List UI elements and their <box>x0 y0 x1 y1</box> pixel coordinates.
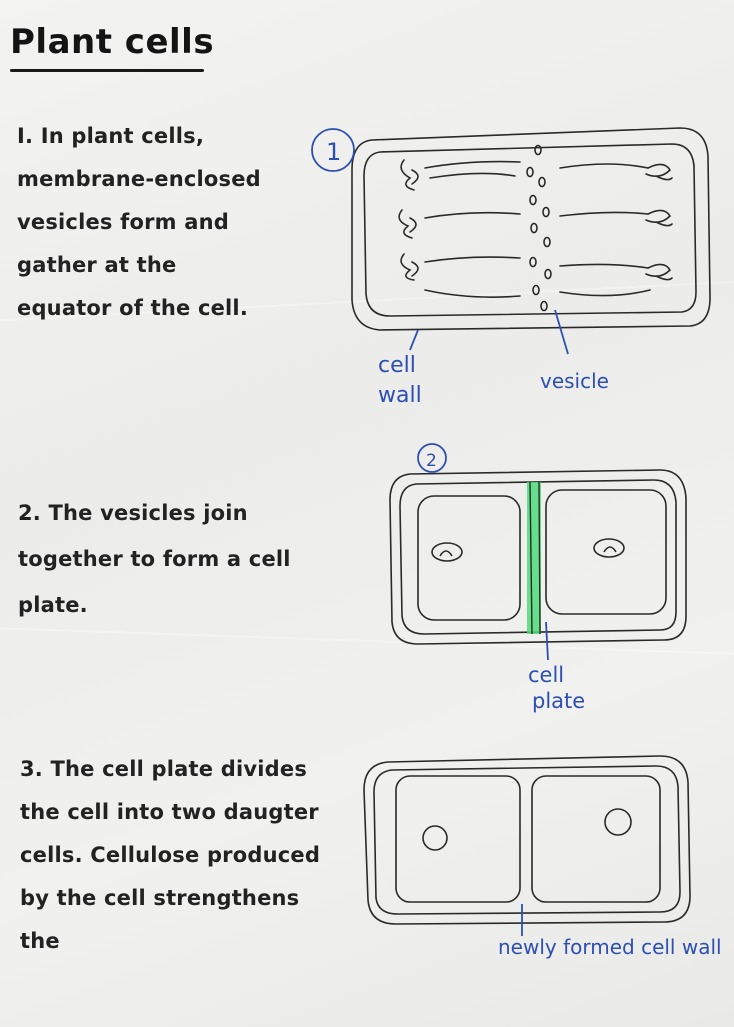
nucleus-left <box>422 825 448 851</box>
step-number-1: 1 <box>326 138 341 166</box>
vesicle <box>526 166 534 178</box>
nucleus-right <box>593 538 625 558</box>
vesicle <box>542 206 550 218</box>
cell-wall-inner <box>399 479 677 635</box>
cell-wall-outer <box>389 469 687 645</box>
chromosome-left <box>400 253 419 281</box>
cell-plate-edge <box>529 481 533 635</box>
spindle-fiber <box>424 256 521 263</box>
label-pointer-cell-plate <box>545 621 549 661</box>
step-number-2: 2 <box>426 451 437 471</box>
vesicle <box>540 300 548 312</box>
chromosome-right <box>645 209 673 227</box>
spindle-fiber <box>559 263 649 269</box>
vesicle <box>538 176 546 188</box>
chromosome-left <box>398 209 417 239</box>
step-number-circle <box>311 128 355 172</box>
spindle-fiber <box>559 289 651 297</box>
diagram-3 <box>363 755 691 936</box>
vesicle <box>534 144 542 156</box>
step-1-line: gather at the <box>17 253 177 277</box>
label-pointer-vesicle <box>554 309 569 355</box>
step-2-line: plate. <box>18 593 88 617</box>
label-cell: cell <box>378 353 416 378</box>
step-3-line: cells. Cellulose produced <box>20 843 321 867</box>
vesicle <box>530 222 538 234</box>
step-2-line: 2. The vesicles join <box>18 501 248 525</box>
label-newly-formed-cell-wall: newly formed cell wall <box>498 935 722 959</box>
diagram-1 <box>351 127 711 331</box>
step-1-line: vesicles form and <box>17 210 229 234</box>
step-2-annotations <box>417 443 549 661</box>
step-2-line: together to form a cell <box>18 547 291 571</box>
daughter-cell-right <box>545 489 667 615</box>
step-3-line: 3. The cell plate divides <box>20 757 308 781</box>
step-3-text: 3. The cell plate divides the cell into … <box>20 748 360 963</box>
spindle-fiber <box>424 211 521 219</box>
step-1-line: equator of the cell. <box>17 296 249 320</box>
step-1-annotations <box>311 128 569 355</box>
step-2-text: 2. The vesicles join together to form a … <box>18 490 348 628</box>
chromosome-right <box>645 163 673 181</box>
spindle-fiber <box>559 163 649 169</box>
step-3-line: by the cell strengthens <box>20 886 300 910</box>
nucleus-left <box>431 542 463 562</box>
step-3-line: the cell into two daugter <box>20 800 319 824</box>
vesicle <box>532 284 540 296</box>
chromosome-right <box>645 263 673 281</box>
page-title: Plant cells <box>10 22 215 62</box>
cell-wall-inner <box>373 765 681 915</box>
cell-plate-edge <box>538 481 541 635</box>
vesicle <box>543 236 551 248</box>
cell-wall-outer <box>351 127 711 331</box>
daughter-cell-left <box>395 775 521 903</box>
daughter-cell-right <box>531 775 661 903</box>
chromatin <box>439 546 617 557</box>
cell-wall-outer <box>363 755 691 925</box>
step-1-text: I. In plant cells, membrane-enclosed ves… <box>17 115 317 330</box>
spindle-fiber <box>559 211 649 217</box>
step-1-line: I. In plant cells, <box>17 124 205 148</box>
chromosome-left <box>400 159 419 191</box>
spindle-fiber <box>424 289 521 298</box>
nucleus-right <box>604 808 632 836</box>
step-1-line: membrane-enclosed <box>17 167 261 191</box>
label-vesicle: vesicle <box>540 369 609 393</box>
step-3-line: the <box>20 929 60 953</box>
step-number-circle <box>417 443 447 473</box>
title-underline <box>10 69 204 72</box>
label-cell: cell <box>528 663 564 687</box>
cell-wall-inner <box>363 143 697 317</box>
label-wall: wall <box>378 383 422 408</box>
vesicle <box>544 268 552 280</box>
spindle-fiber <box>424 160 521 169</box>
daughter-cell-left <box>417 495 521 621</box>
cell-plate-lines <box>529 481 541 635</box>
vesicle <box>529 194 537 206</box>
diagram-2 <box>389 469 687 645</box>
vesicle <box>529 256 537 268</box>
label-plate: plate <box>532 689 585 713</box>
spindle-fiber <box>429 172 516 179</box>
label-pointer-cell-wall <box>409 329 419 351</box>
